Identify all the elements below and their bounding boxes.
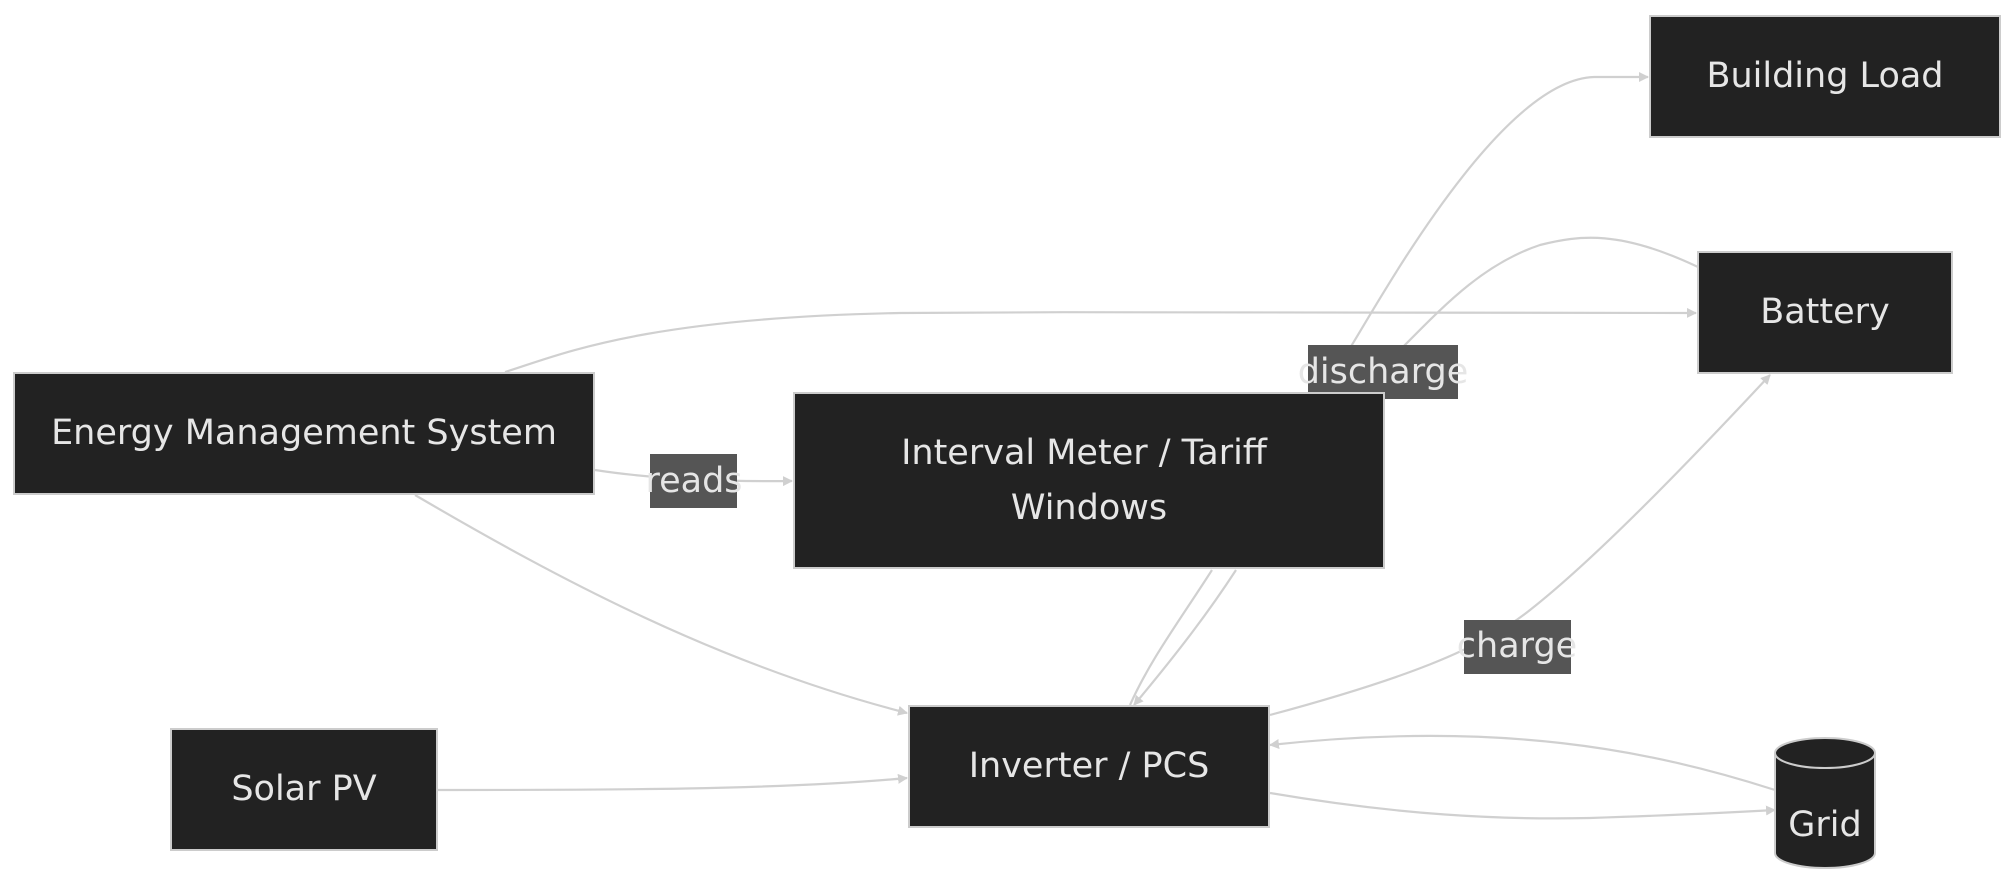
edge-grid-to-inverter xyxy=(1269,734,1776,792)
node-battery-box xyxy=(1697,251,1953,374)
node-solar-pv[interactable]: Solar PV xyxy=(170,728,438,851)
edge-label-charge-bg xyxy=(1464,620,1571,674)
edge-ems-to-battery xyxy=(504,307,1697,374)
edge-ems-to-inverter xyxy=(414,494,908,716)
edge-meter-to-inverter-a xyxy=(1128,569,1213,706)
node-building-box xyxy=(1649,15,2001,138)
node-grid-cylinder-rim xyxy=(1774,752,1876,769)
node-energy-management-system[interactable]: Energy Management System xyxy=(13,372,595,495)
edge-battery-to-building xyxy=(1348,72,1699,375)
node-meter-label-line1: Interval Meter / Tariff xyxy=(901,433,1268,473)
edge-label-reads: reads xyxy=(645,454,743,508)
node-solar-box xyxy=(170,728,438,851)
node-grid[interactable]: Grid xyxy=(1774,737,1876,869)
edge-meter-to-inverter-b xyxy=(1133,569,1237,706)
node-building-load[interactable]: Building Load xyxy=(1649,15,2001,138)
edge-label-charge-text: charge xyxy=(1457,626,1577,666)
node-battery-label: Battery xyxy=(1760,292,1890,332)
node-inverter-box xyxy=(908,705,1270,828)
edge-label-charge: charge xyxy=(1457,620,1577,674)
node-interval-meter[interactable]: Interval Meter / Tariff Windows xyxy=(793,392,1385,569)
node-ems-label: Energy Management System xyxy=(51,413,557,453)
node-building-label: Building Load xyxy=(1706,56,1943,96)
edges xyxy=(414,72,1776,820)
edge-label-reads-text: reads xyxy=(645,461,742,501)
node-inverter-pcs[interactable]: Inverter / PCS xyxy=(908,705,1270,828)
edge-label-discharge-bg xyxy=(1308,345,1458,399)
edge-label-reads-bg xyxy=(650,454,737,508)
node-battery[interactable]: Battery xyxy=(1697,251,1953,374)
edge-label-discharge-text: discharge xyxy=(1298,352,1469,392)
node-solar-label: Solar PV xyxy=(231,769,376,809)
node-inverter-label: Inverter / PCS xyxy=(969,746,1210,786)
node-grid-label: Grid xyxy=(1788,805,1861,845)
edge-inverter-to-battery xyxy=(1269,374,1771,717)
node-meter-box xyxy=(793,392,1385,569)
edge-solar-to-inverter xyxy=(437,773,908,792)
node-ems-box xyxy=(13,372,595,495)
edge-label-discharge: discharge xyxy=(1298,345,1469,399)
node-meter-label-line2: Windows xyxy=(1011,488,1167,528)
edge-inverter-to-grid xyxy=(1269,791,1776,820)
node-grid-cylinder xyxy=(1774,737,1876,869)
